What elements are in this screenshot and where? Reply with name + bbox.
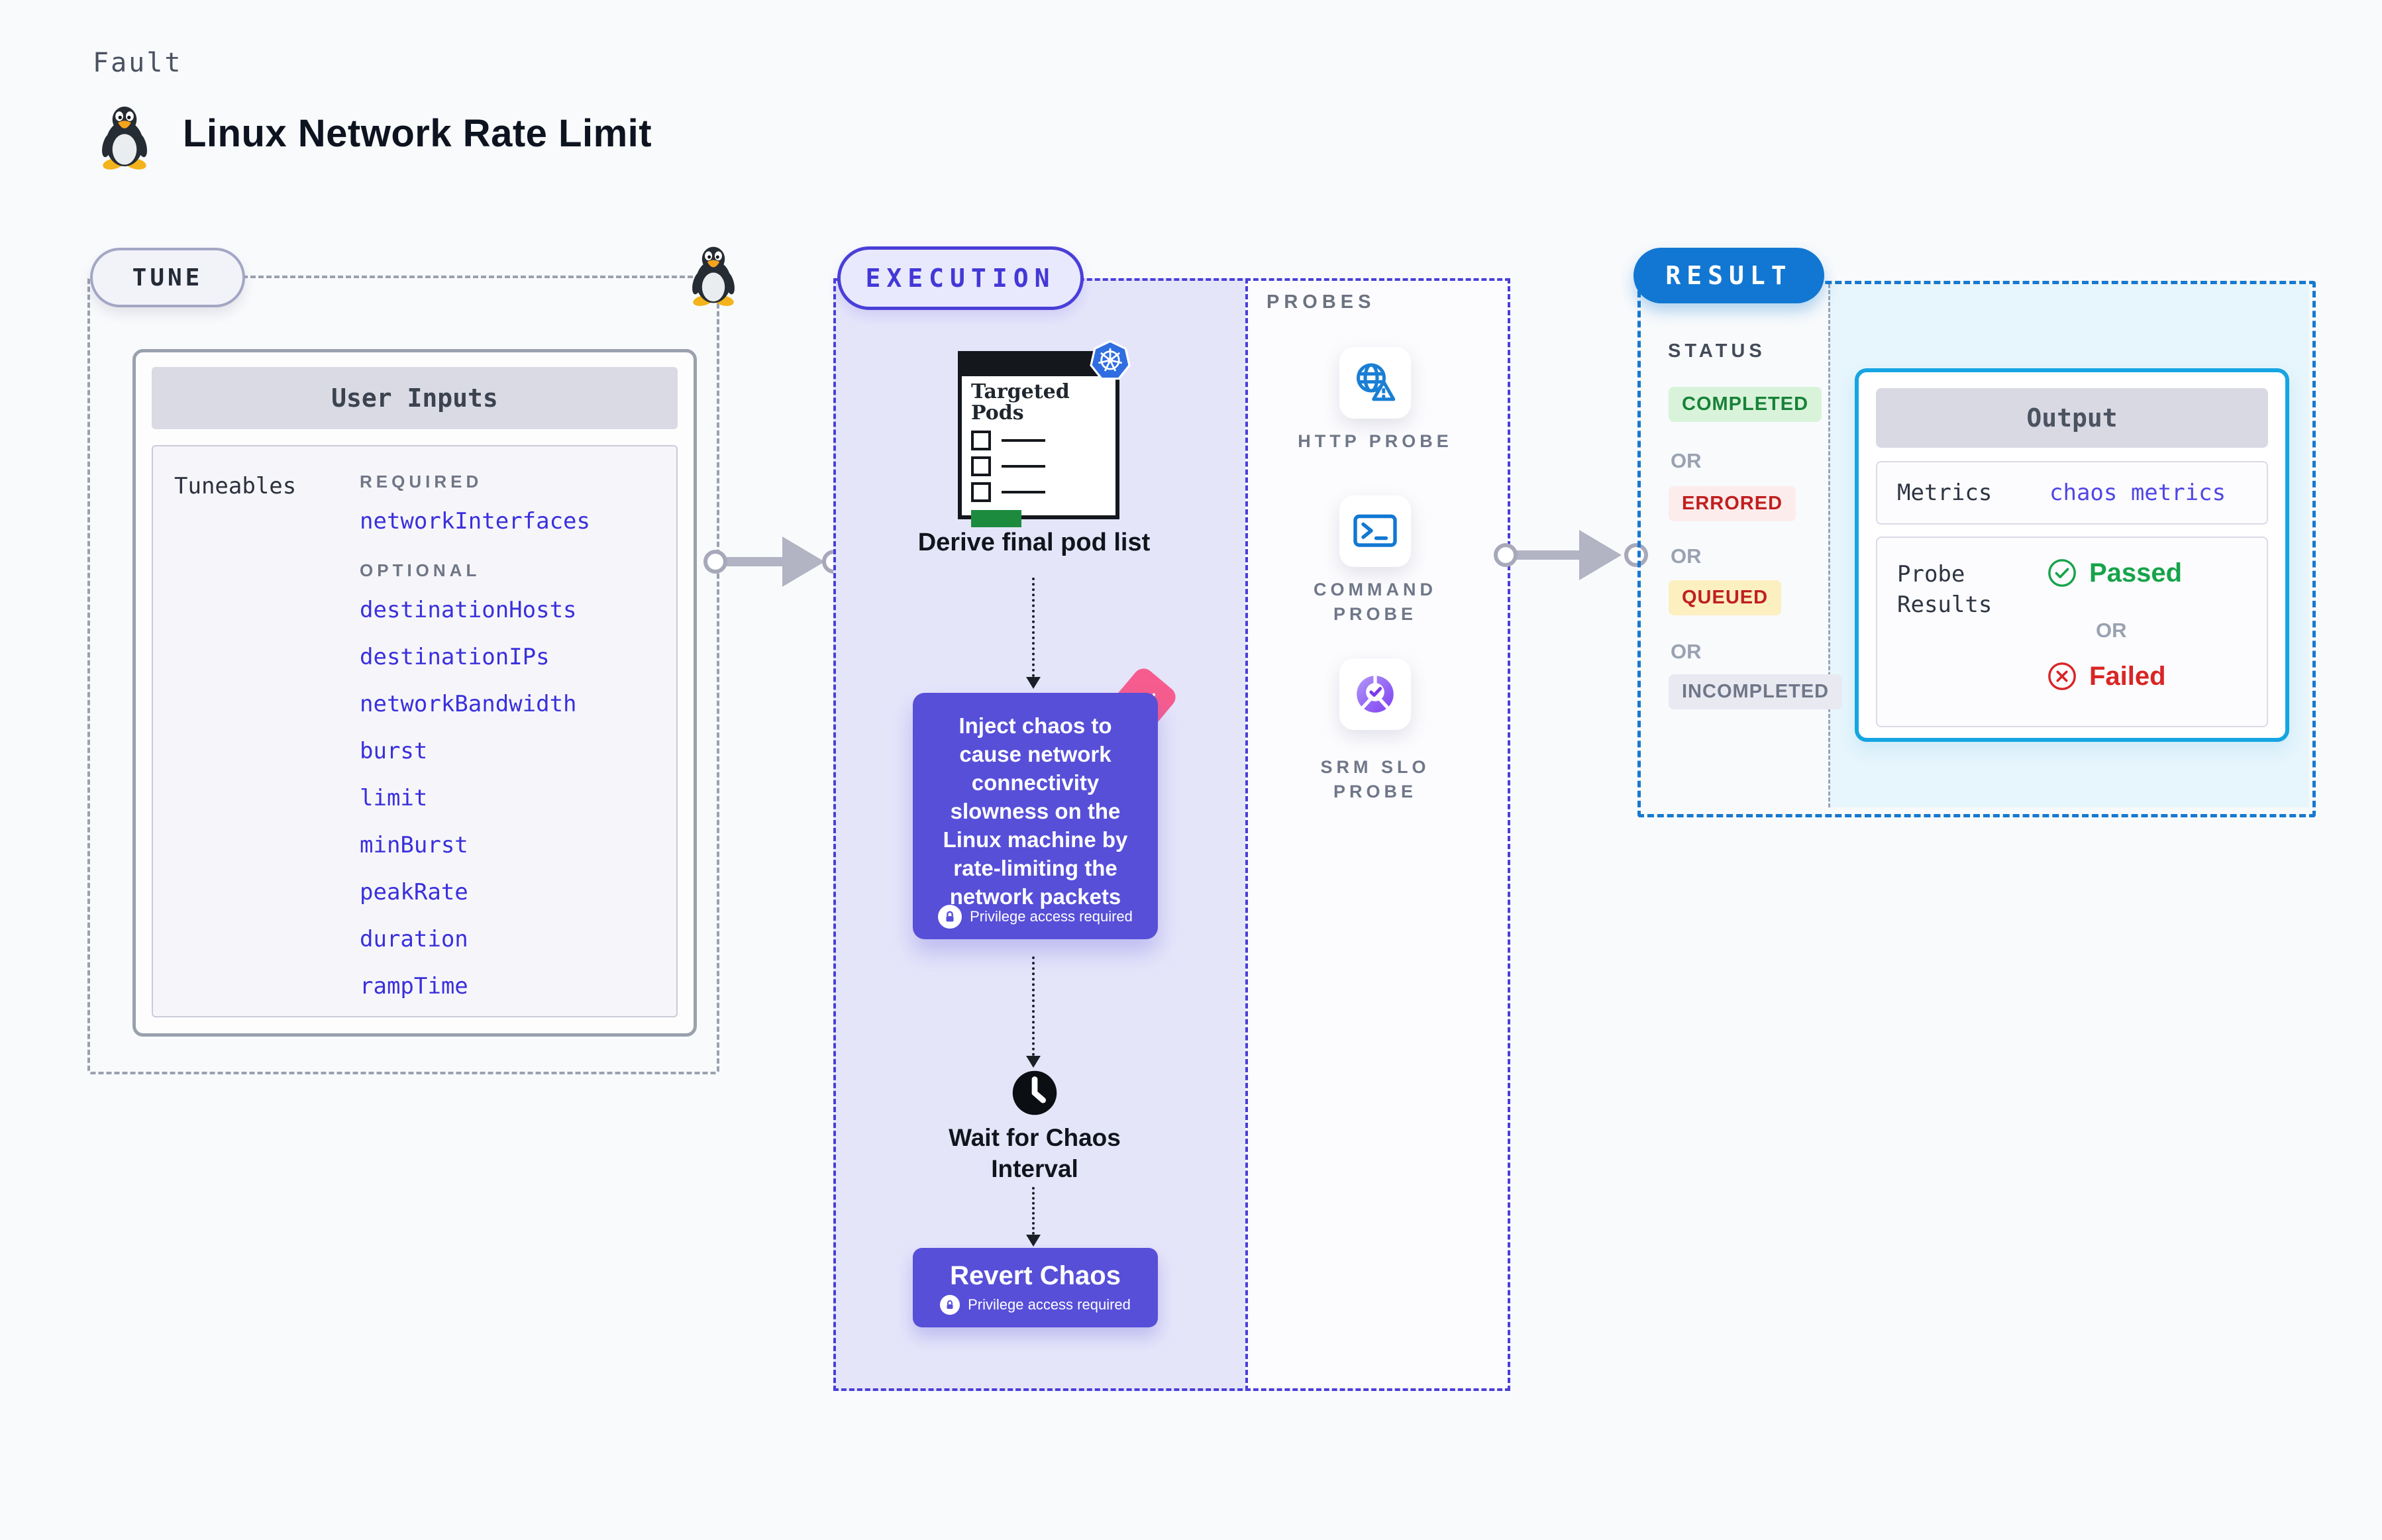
- tuneables-panel: Tuneables REQUIRED networkInterfaces OPT…: [152, 445, 678, 1017]
- lock-icon: [938, 905, 962, 929]
- user-inputs-card: User Inputs Tuneables REQUIRED networkIn…: [132, 349, 697, 1037]
- privilege-row: Privilege access required: [940, 1294, 1131, 1315]
- pod-list-row: [971, 430, 1106, 450]
- privilege-row: Privilege access required: [913, 905, 1158, 929]
- tuneable-item[interactable]: burst: [360, 738, 428, 764]
- command-probe-card: [1339, 495, 1411, 567]
- tux-icon: [692, 246, 735, 306]
- arrowhead-icon: [1026, 1235, 1041, 1247]
- privilege-label: Privilege access required: [968, 1296, 1131, 1313]
- tune-section-pill: TUNE: [90, 248, 245, 307]
- arrowhead-icon: [1026, 677, 1041, 689]
- tune-section-box: [87, 276, 719, 1074]
- or-label: OR: [1671, 544, 1702, 568]
- optional-label: OPTIONAL: [360, 560, 481, 580]
- tuneable-item[interactable]: networkInterfaces: [360, 508, 590, 535]
- page-title: Linux Network Rate Limit: [183, 112, 652, 155]
- metrics-label: Metrics: [1897, 480, 1993, 506]
- failed-label: Failed: [2089, 661, 2166, 691]
- status-badge-errored: ERRORED: [1669, 486, 1796, 521]
- connector-dot: [1624, 543, 1648, 567]
- execution-section-pill: EXECUTION: [837, 246, 1084, 310]
- tuneables-group-label: Tuneables: [174, 473, 297, 499]
- command-probe-label: COMMAND PROBE: [1314, 580, 1437, 624]
- status-badge-queued: QUEUED: [1669, 580, 1782, 615]
- checkbox-icon: [971, 482, 991, 502]
- tuneable-item[interactable]: peakRate: [360, 879, 468, 905]
- http-probe-label: HTTP PROBE: [1298, 431, 1453, 451]
- inject-chaos-step: Inject chaos to cause network connectivi…: [913, 693, 1158, 939]
- privilege-label: Privilege access required: [970, 908, 1133, 925]
- check-circle-icon: [2048, 559, 2076, 587]
- or-label: OR: [2096, 619, 2127, 642]
- pod-list-row: [971, 482, 1106, 502]
- targeted-pods-window: Targeted Pods: [958, 351, 1119, 527]
- srm-slo-probe-label: SRM SLO PROBE: [1320, 757, 1430, 801]
- probe-results-row: Probe Results Passed OR Failed: [1876, 537, 2268, 727]
- kubernetes-icon: [1090, 340, 1131, 380]
- chaos-metrics-link[interactable]: chaos metrics: [2049, 480, 2226, 506]
- wait-for-chaos-label: Wait for Chaos Interval: [949, 1124, 1121, 1182]
- arrowhead-icon: [1026, 1056, 1041, 1068]
- status-badge-completed: COMPLETED: [1669, 387, 1822, 422]
- connector-dot: [703, 550, 727, 574]
- slo-gauge-icon: [1357, 674, 1394, 713]
- flow-arrow-probes-to-result: [1494, 529, 1648, 582]
- inject-chaos-text: Inject chaos to cause network connectivi…: [943, 713, 1128, 909]
- srm-slo-probe-card: [1339, 658, 1411, 730]
- flow-arrow-tune-to-execution: [703, 535, 846, 588]
- tuneable-item[interactable]: destinationHosts: [360, 597, 577, 623]
- passed-label: Passed: [2089, 558, 2183, 588]
- tuneable-item[interactable]: networkBandwidth: [360, 691, 577, 717]
- x-circle-icon: [2048, 662, 2076, 690]
- revert-chaos-label: Revert Chaos: [950, 1260, 1121, 1290]
- tuneable-item[interactable]: rampTime: [360, 973, 468, 1000]
- terminal-icon: [1353, 514, 1397, 547]
- output-card: Output Metrics chaos metrics Probe Resul…: [1855, 368, 2289, 742]
- flow-arrow-down: [1032, 578, 1035, 677]
- tuneable-item[interactable]: duration: [360, 926, 468, 952]
- probes-section-box: [1245, 278, 1510, 1391]
- or-label: OR: [1671, 640, 1702, 663]
- tux-icon: [102, 106, 147, 170]
- user-inputs-title: User Inputs: [152, 367, 678, 429]
- connector-dot: [1494, 543, 1518, 567]
- tuneable-item[interactable]: minBurst: [360, 832, 468, 858]
- pod-list-row: [971, 456, 1106, 476]
- window-titlebar: [962, 355, 1115, 376]
- or-label: OR: [1671, 449, 1702, 472]
- derive-pod-list-label: Derive final pod list: [917, 529, 1151, 556]
- failed-result: Failed: [2047, 661, 2166, 692]
- revert-chaos-step: Revert Chaos Privilege access required: [913, 1248, 1158, 1327]
- status-badge-incompleted: INCOMPLETED: [1669, 674, 1843, 709]
- checkbox-icon: [971, 430, 991, 450]
- fault-kind-label: Fault: [93, 48, 183, 78]
- checkbox-icon: [971, 456, 991, 476]
- result-section-pill: RESULT: [1633, 248, 1824, 303]
- output-title: Output: [1876, 388, 2268, 448]
- flow-arrow-down: [1032, 956, 1035, 1056]
- lock-icon: [940, 1294, 960, 1315]
- window-button: [971, 509, 1021, 527]
- probe-results-label: Probe Results: [1897, 561, 1993, 618]
- targeted-pods-label: Targeted Pods: [971, 380, 1070, 425]
- http-probe-card: [1339, 347, 1411, 419]
- probes-section-label: PROBES: [1267, 291, 1376, 313]
- tuneables-list: REQUIRED networkInterfaces OPTIONAL dest…: [360, 472, 590, 1020]
- metrics-row: Metrics chaos metrics: [1876, 461, 2268, 525]
- clock-icon: [1012, 1070, 1057, 1115]
- required-label: REQUIRED: [360, 472, 483, 491]
- flow-arrow-down: [1032, 1187, 1035, 1235]
- tuneable-item[interactable]: destinationIPs: [360, 644, 550, 670]
- globe-warning-icon: [1356, 363, 1396, 401]
- tuneable-item[interactable]: limit: [360, 785, 428, 811]
- passed-result: Passed: [2047, 558, 2182, 588]
- status-label: STATUS: [1668, 340, 1766, 362]
